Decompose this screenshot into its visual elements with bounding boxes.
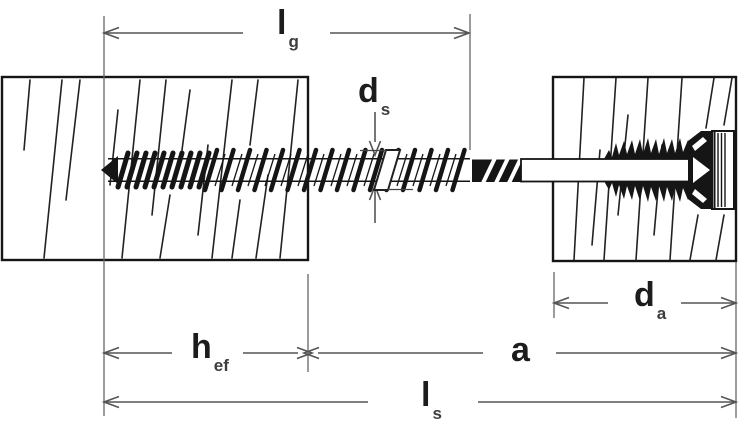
screw-thread — [101, 147, 470, 193]
extension-lines — [103, 14, 737, 418]
label-a-main: a — [511, 331, 530, 369]
dimension-a — [301, 346, 738, 360]
arrow-down-icon — [368, 140, 382, 158]
arrow-left-icon — [101, 395, 120, 409]
dimension-lg — [101, 26, 472, 40]
dimension-ls — [101, 395, 738, 409]
arrow-right-icon — [720, 395, 738, 409]
dimension-ds — [360, 112, 413, 223]
label-lg-main: l — [277, 4, 287, 42]
arrow-right-icon — [720, 296, 738, 310]
screw-milled-section — [472, 157, 523, 184]
dimension-da — [551, 296, 738, 310]
arrow-right-icon — [296, 346, 315, 360]
label-da-main: d — [634, 276, 655, 314]
label-ds-sub: s — [380, 100, 391, 119]
label-lg-sub: g — [288, 32, 299, 51]
label-hef-main: h — [191, 328, 212, 366]
label-a: a — [511, 333, 530, 367]
label-ls-main: l — [421, 376, 431, 414]
label-ls-sub: s — [432, 404, 442, 423]
underhead-thread — [604, 138, 690, 202]
arrow-left-icon — [301, 346, 320, 360]
screw-shank — [520, 158, 692, 183]
arrow-right-icon — [453, 26, 472, 40]
label-hef-sub: ef — [213, 356, 229, 375]
screw-head — [688, 130, 735, 210]
label-da-sub: a — [656, 304, 667, 323]
arrow-left-icon — [101, 26, 120, 40]
arrow-right-icon — [720, 346, 738, 360]
screw — [101, 130, 735, 210]
arrow-left-icon — [551, 296, 570, 310]
screw-tip — [101, 156, 118, 184]
arrow-left-icon — [101, 346, 120, 360]
dimension-hef — [101, 346, 315, 360]
label-ds-main: d — [358, 72, 379, 110]
